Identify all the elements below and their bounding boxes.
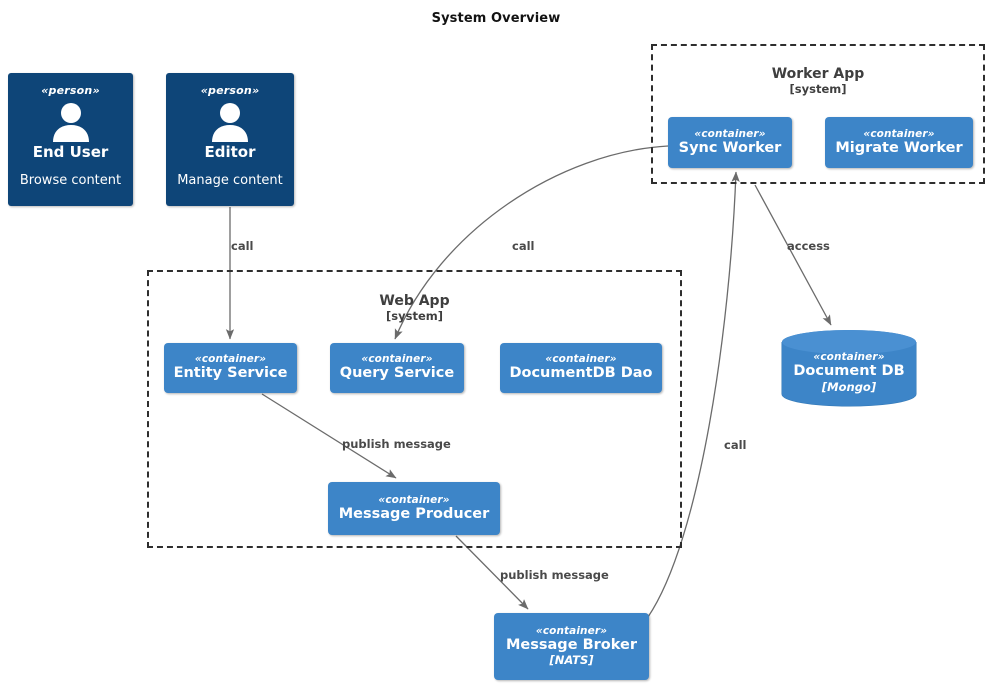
node-title-message-broker: Message Broker [506, 636, 637, 653]
node-description-end-user: Browse content [19, 172, 122, 188]
stereotype-label: «container» [545, 353, 617, 366]
edge-label-entity-service-to-message-producer: publish message [342, 437, 451, 451]
stereotype-label: «person» [41, 84, 100, 97]
node-title-editor: Editor [204, 143, 256, 161]
person-icon [212, 103, 248, 142]
node-end-user[interactable]: «person» End User Browse content [8, 73, 133, 206]
stereotype-label: «container» [194, 353, 267, 366]
node-title-documentdb-dao: DocumentDB Dao [509, 365, 653, 382]
edge-label-message-broker-to-sync-worker: call [724, 438, 747, 452]
stereotype-label: «container» [378, 493, 450, 506]
node-title-query-service: Query Service [339, 365, 455, 382]
edge-label-message-producer-to-message-broker: publish message [500, 568, 609, 582]
stereotype-label: «container» [863, 127, 935, 140]
node-message-producer[interactable]: «container» Message Producer [328, 482, 500, 535]
node-title-entity-service: Entity Service [173, 365, 288, 382]
database-cylinder-icon [781, 330, 917, 407]
stereotype-label: «container» [694, 127, 766, 140]
node-editor[interactable]: «person» Editor Manage content [166, 73, 294, 206]
node-tech-message-broker: [NATS] [549, 653, 594, 668]
node-message-broker[interactable]: «container» Message Broker [NATS] [494, 613, 649, 680]
stereotype-label: «person» [200, 84, 260, 97]
node-title-message-producer: Message Producer [338, 505, 490, 522]
node-title-sync-worker: Sync Worker [678, 139, 782, 156]
node-sync-worker[interactable]: «container» Sync Worker [668, 117, 792, 168]
node-description-editor: Manage content [177, 172, 283, 188]
node-document-db[interactable]: «container» Document DB [Mongo] [781, 329, 917, 407]
boundary-web-app [147, 270, 682, 548]
node-documentdb-dao[interactable]: «container» DocumentDB Dao [500, 343, 662, 393]
node-title-end-user: End User [32, 143, 109, 161]
edge-label-enduser-to-query-service: call [512, 239, 535, 253]
stereotype-label: «container» [361, 353, 433, 366]
edge-sync-worker-to-document-db [754, 184, 832, 326]
stereotype-label: «container» [535, 624, 608, 637]
person-icon [52, 103, 89, 142]
node-title-migrate-worker: Migrate Worker [835, 139, 963, 156]
boundary-worker-app [651, 44, 985, 184]
edge-label-sync-worker-to-document-db: access [787, 239, 830, 253]
node-entity-service[interactable]: «container» Entity Service [164, 343, 297, 393]
node-migrate-worker[interactable]: «container» Migrate Worker [825, 117, 973, 168]
edge-label-editor-to-entity-service: call [231, 239, 254, 253]
node-query-service[interactable]: «container» Query Service [330, 343, 464, 393]
page-title: System Overview [431, 11, 561, 26]
